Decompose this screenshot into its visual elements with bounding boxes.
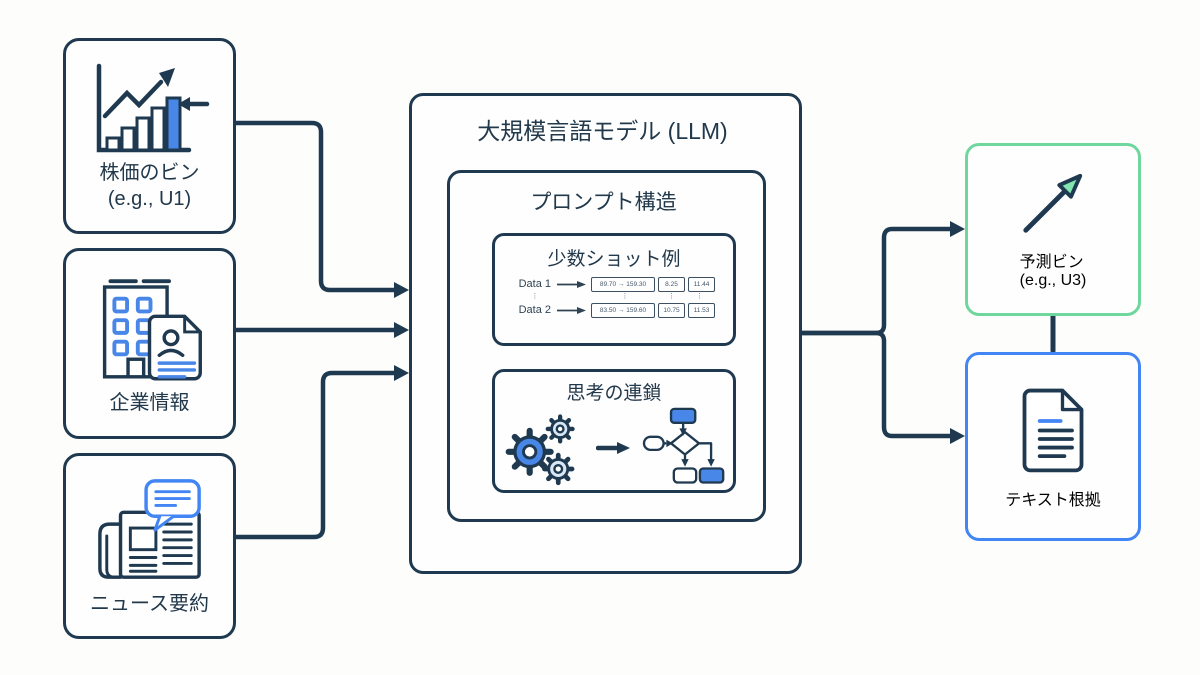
connector-stockbins-to-llm — [227, 120, 397, 293]
right-arrow-icon — [557, 306, 586, 314]
document-lines-icon — [1022, 388, 1084, 472]
few-shot-title: 少数ショット例 — [547, 249, 681, 270]
input-label-news-summary: ニュース要約 — [90, 593, 209, 615]
few-shot-cell: 11.53 — [688, 302, 715, 318]
few-shot-row-2: Data 2 83.50 → 159.60 10.75 11.53 — [513, 302, 715, 318]
flowchart-icon — [642, 407, 725, 484]
few-shot-cell: 83.50 → 159.60 — [591, 302, 655, 318]
bar-chart-rising-arrow-icon — [96, 63, 210, 153]
ellipsis: ⋮ — [621, 293, 629, 300]
few-shot-table: Data 1 89.70 → 159.30 8.25 11.44 ⋮ ⋮ ⋮ ⋮ — [513, 276, 715, 318]
arrowhead — [950, 428, 965, 444]
input-box-news-summary: ニュース要約 — [63, 453, 236, 639]
input-label-company-info: 企業情報 — [109, 391, 190, 414]
few-shot-ellipsis-row: ⋮ ⋮ ⋮ ⋮ — [516, 292, 712, 302]
newspaper-speech-bubble-icon — [97, 479, 201, 579]
chain-of-thought-box: 思考の連鎖 — [492, 369, 736, 493]
building-profile-document-icon — [102, 278, 202, 380]
input-box-company-info: 企業情報 — [63, 248, 236, 439]
prompt-structure-title: プロンプト構造 — [530, 191, 677, 214]
chain-of-thought-title: 思考の連鎖 — [566, 383, 662, 404]
few-shot-row-1: Data 1 89.70 → 159.30 8.25 11.44 — [513, 276, 715, 292]
right-arrow-icon — [557, 280, 586, 288]
input-sublabel-stock-bins: (e.g., U1) — [107, 188, 192, 210]
output-box-text-rationale: テキスト根拠 — [965, 352, 1141, 541]
few-shot-examples-box: 少数ショット例 Data 1 89.70 → 159.30 8.25 11.44… — [492, 233, 736, 346]
few-shot-cell: 10.75 — [658, 302, 685, 318]
arrowhead — [950, 221, 965, 237]
arrowhead — [394, 365, 409, 381]
few-shot-cell: 8.25 — [658, 276, 685, 292]
ellipsis: ⋮ — [696, 293, 703, 300]
few-shot-row-label: Data 1 — [518, 278, 551, 290]
connector-llm-to-rationale — [793, 330, 953, 439]
few-shot-cell: 89.70 → 159.30 — [591, 276, 655, 292]
output-label-predicted-bin: 予測ビン — [1019, 253, 1084, 271]
up-right-arrow-icon — [1023, 173, 1083, 233]
input-label-stock-bins: 株価のビン — [99, 162, 200, 184]
few-shot-cell: 11.44 — [688, 276, 715, 292]
arrowhead — [394, 282, 409, 298]
output-sublabel-predicted-bin: (e.g., U3) — [1019, 271, 1087, 289]
chain-of-thought-graphic — [498, 407, 730, 489]
right-arrow-icon — [596, 442, 630, 454]
output-label-text-rationale: テキスト根拠 — [1005, 491, 1101, 509]
gears-icon — [505, 414, 575, 486]
connector-news-to-llm — [227, 370, 397, 540]
ellipsis: ⋮ — [668, 293, 675, 300]
input-box-stock-bins: 株価のビン (e.g., U1) — [63, 38, 236, 234]
output-box-predicted-bin: 予測ビン (e.g., U3) — [965, 143, 1141, 316]
ellipsis: ⋮ — [531, 293, 539, 300]
few-shot-row-label: Data 2 — [518, 304, 551, 316]
llm-title: 大規模言語モデル (LLM) — [477, 118, 728, 144]
connector-llm-to-predictedbin — [793, 226, 953, 336]
arrowhead — [394, 322, 409, 338]
